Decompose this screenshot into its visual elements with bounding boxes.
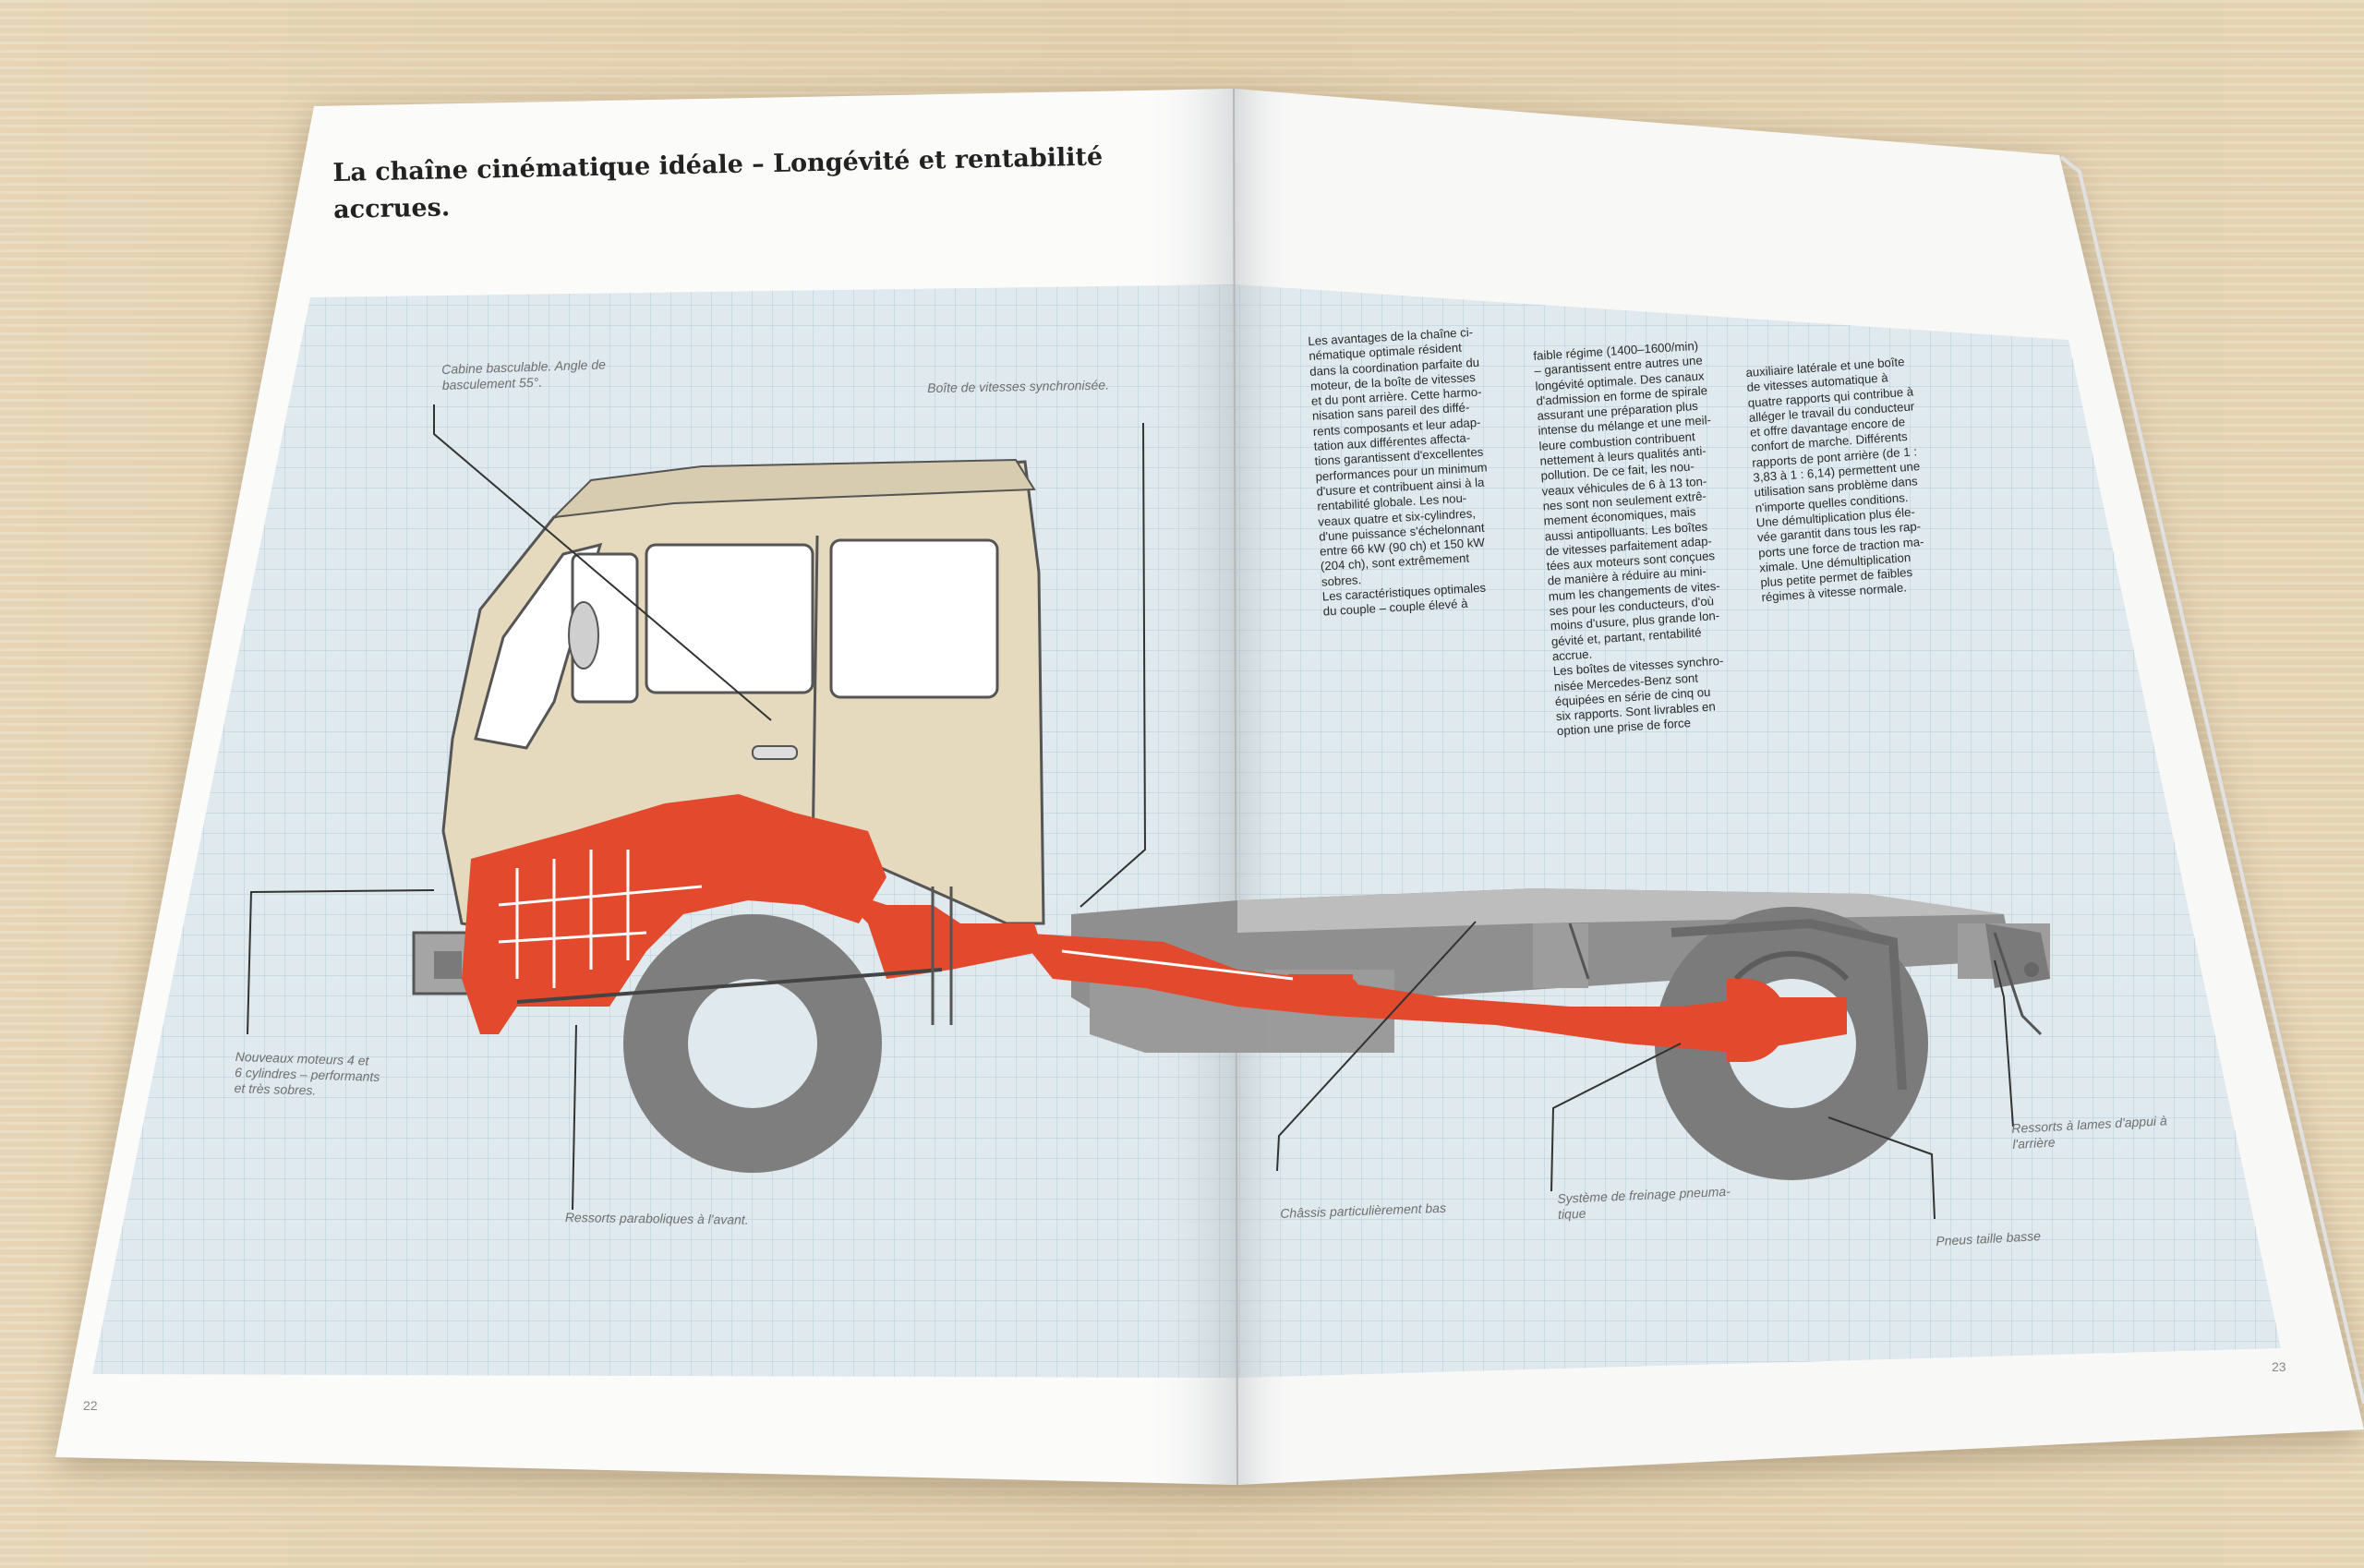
callout-engines: Nouveaux moteurs 4 et 6 cylindres – perf…: [234, 1049, 380, 1098]
text-column-1: Les avantages de la chaîne ci- nématique…: [1308, 325, 1488, 619]
callout-gearbox: Boîte de vitesses synchronisée.: [927, 377, 1110, 395]
page-number-left: 22: [83, 1398, 98, 1413]
page-number-right: 23: [2272, 1359, 2286, 1374]
callout-front-springs: Ressorts paraboliques à l'avant.: [564, 1210, 749, 1227]
drivetrain-highlight: [462, 794, 1847, 1062]
callout-cabin: Cabine basculable. Angle de basculement …: [441, 356, 607, 392]
text-column-2: faible régime (1400–1600/min) – garantis…: [1533, 338, 1724, 739]
callout-leader-lines: [247, 404, 2014, 1220]
text-column-3: auxiliaire latérale et une boîte de vite…: [1745, 354, 1924, 605]
